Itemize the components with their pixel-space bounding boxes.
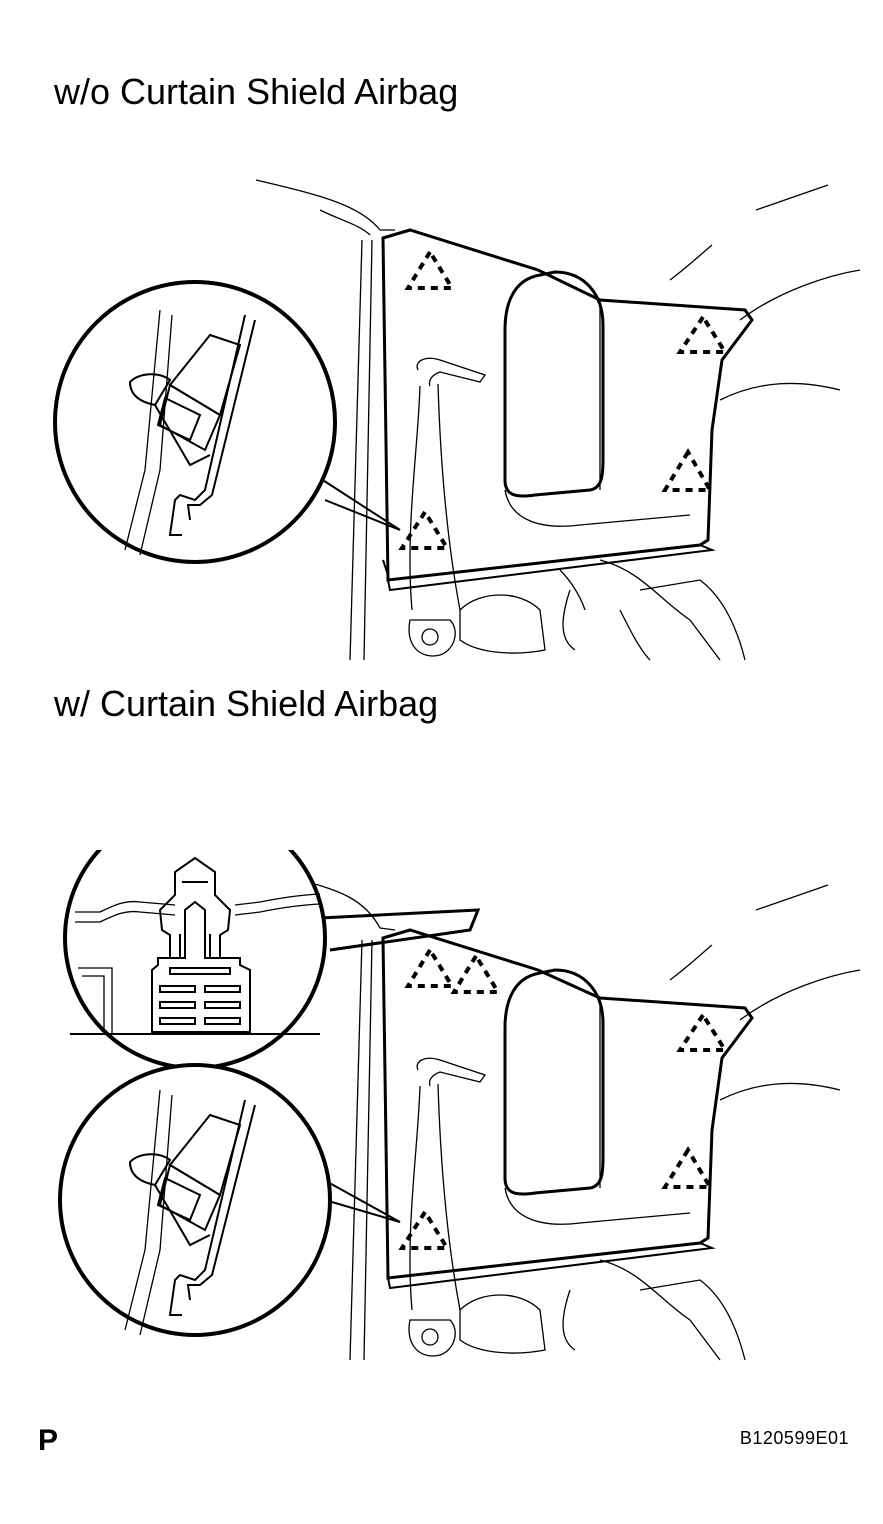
diagram-with-airbag (0, 850, 883, 1390)
quarter-trim-illustration-bottom (58, 850, 861, 1361)
quarter-trim-illustration-top (53, 179, 861, 661)
figure-code: B120599E01 (739, 1428, 849, 1448)
diagram-without-airbag (0, 150, 883, 690)
footer-mark: P (38, 1424, 59, 1457)
section-title-with-airbag: w/ Curtain Shield Airbag (54, 683, 439, 724)
section-title-without-airbag: w/o Curtain Shield Airbag (54, 71, 459, 112)
